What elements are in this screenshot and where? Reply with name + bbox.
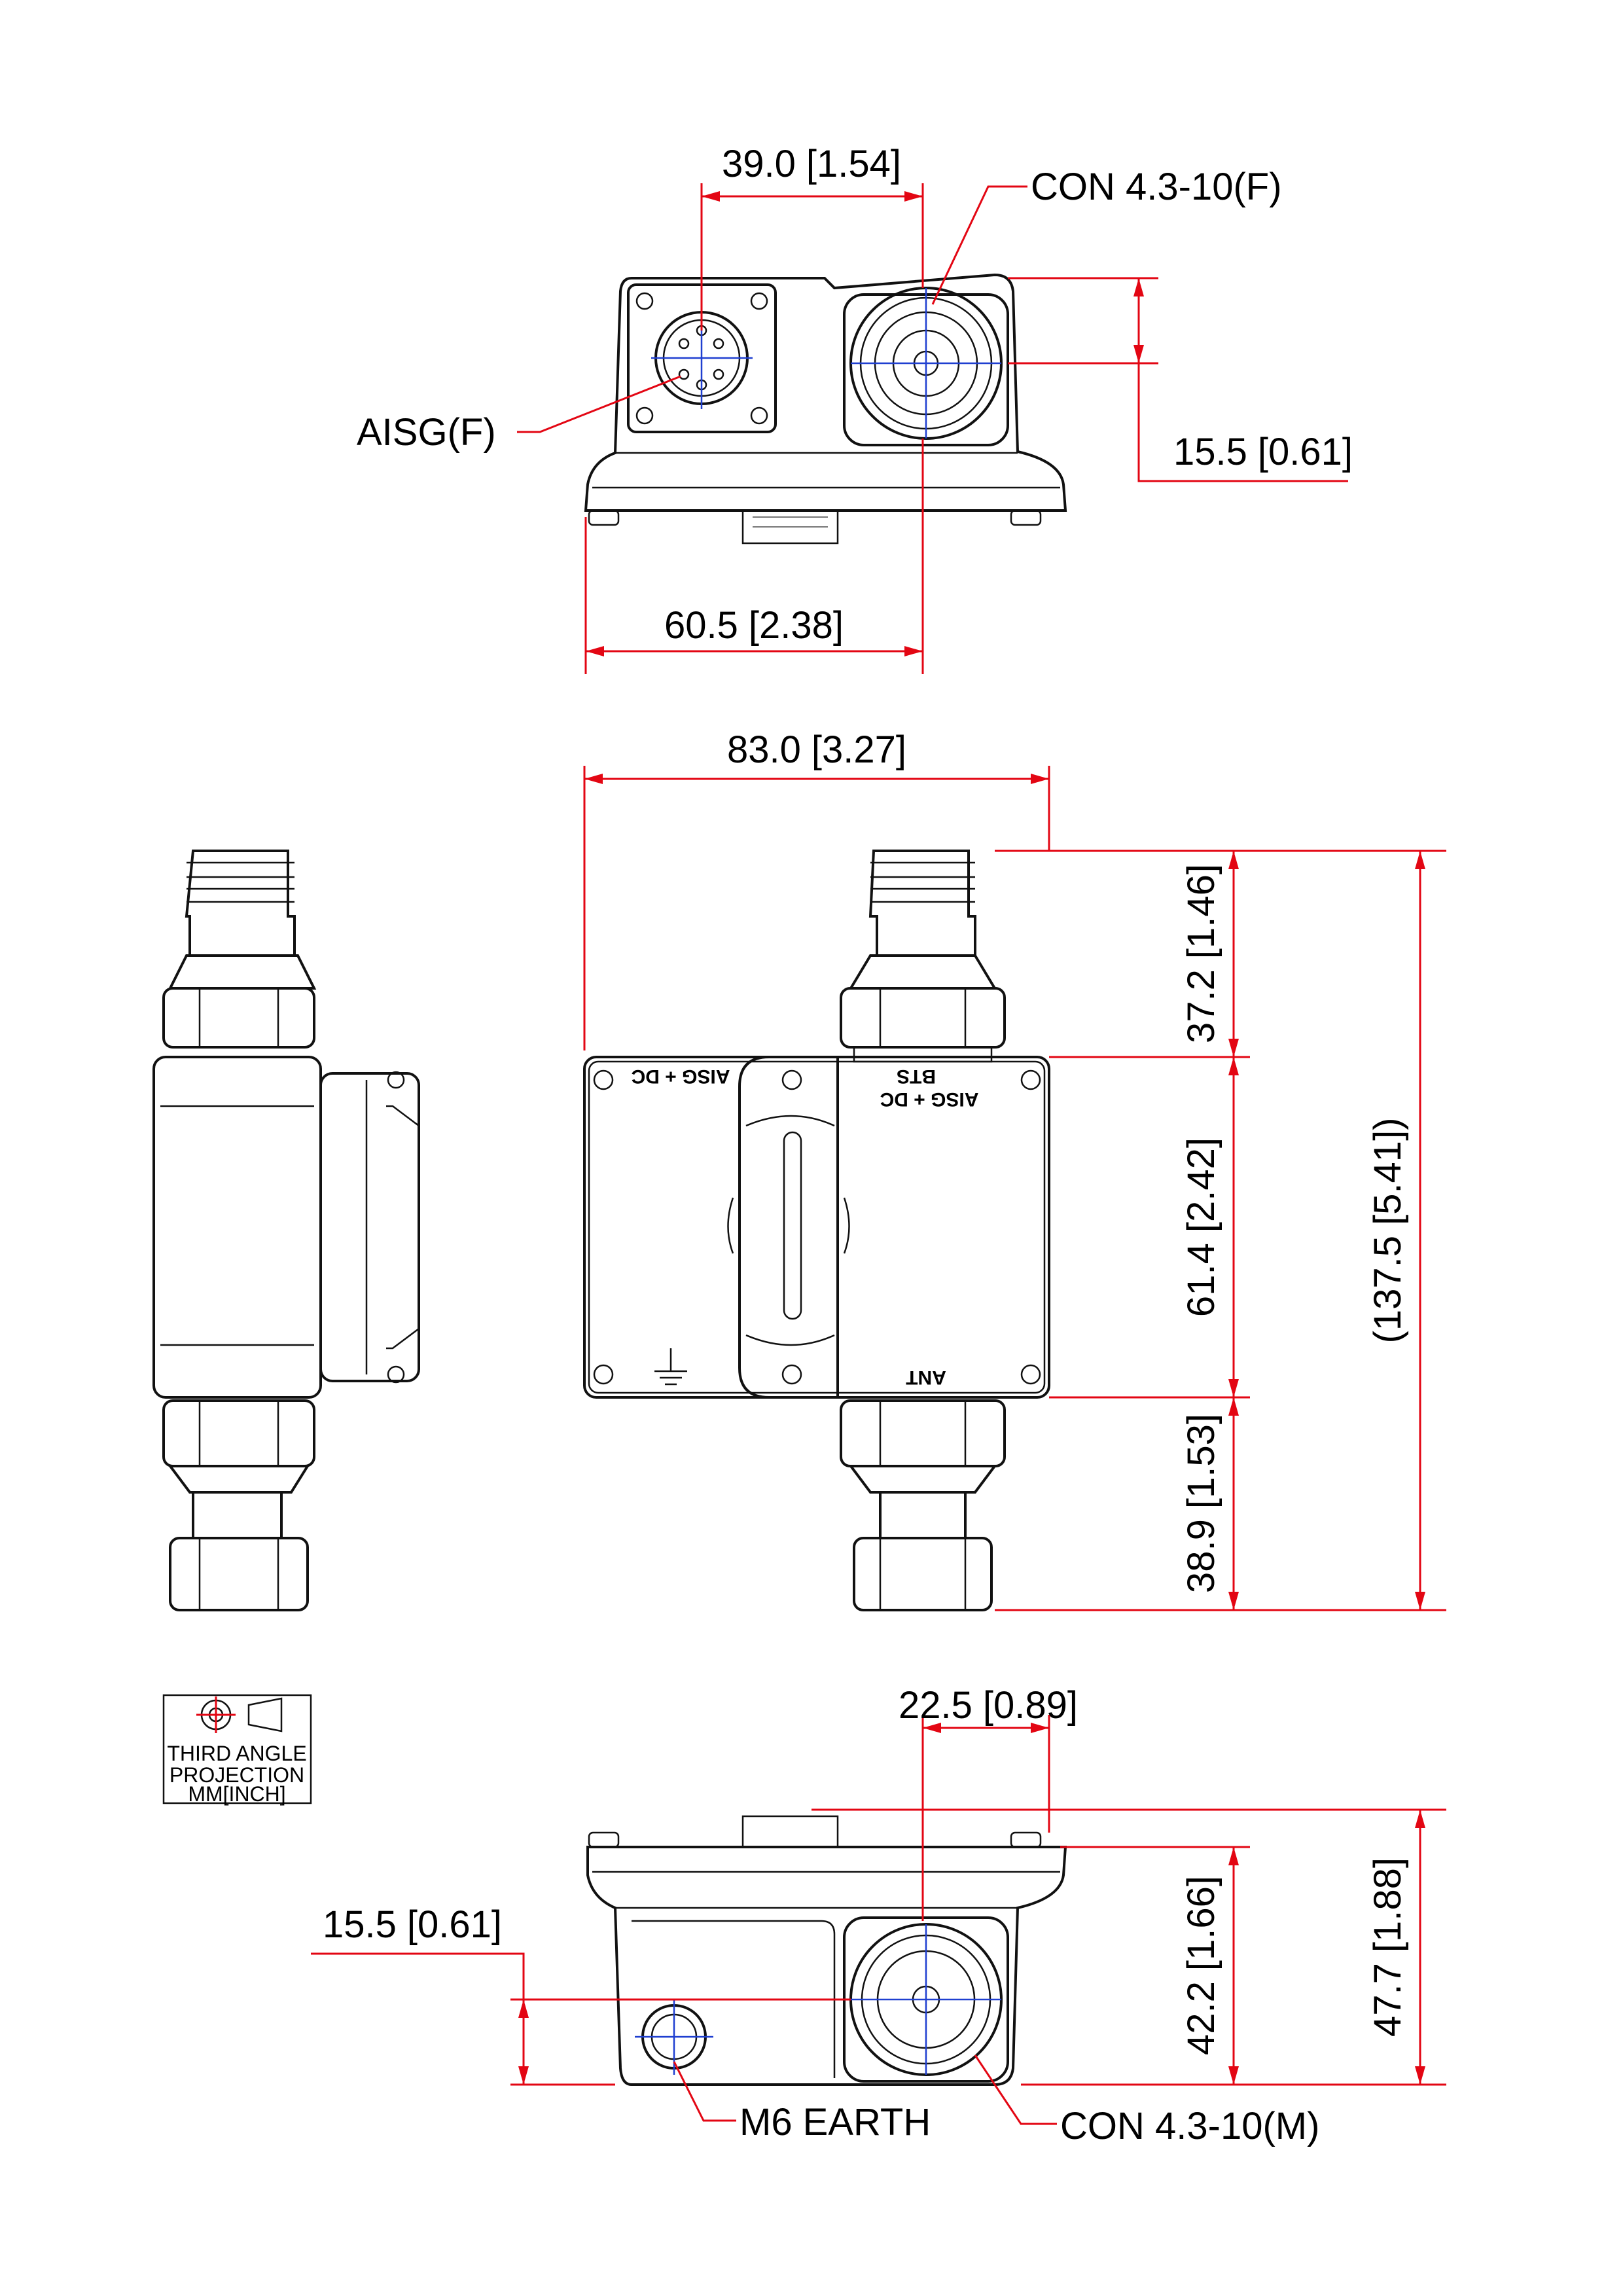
bts-connector	[868, 850, 976, 957]
dim-47-7: 47.7 [1.88]	[1366, 1857, 1409, 2037]
dim-37-2: 37.2 [1.46]	[1180, 864, 1222, 1043]
label-aisg-f: AISG(F)	[357, 411, 496, 454]
front-view: AISG + DC BTS AISG + DC ANT 83.0 [3.27] …	[583, 728, 1446, 1611]
panel-ant: ANT	[906, 1367, 946, 1388]
ground-icon	[654, 1348, 687, 1386]
projection-line2: PROJECTION	[169, 1763, 304, 1787]
dim-60-5: 60.5 [2.38]	[664, 604, 844, 647]
bottom-view: 22.5 [0.89] 42.2 [1.66] 47.7 [1.88] 15.5…	[311, 1684, 1446, 2147]
label-m6-earth: M6 EARTH	[740, 2101, 931, 2144]
label-con-m: CON 4.3-10(M)	[1060, 2105, 1319, 2147]
dim-39-0: 39.0 [1.54]	[722, 143, 901, 185]
panel-aisg-dc-left: AISG + DC	[632, 1066, 730, 1087]
dim-137-5: (137.5 [5.41])	[1366, 1118, 1409, 1344]
dim-61-4: 61.4 [2.42]	[1180, 1138, 1222, 1317]
dim-42-2: 42.2 [1.66]	[1180, 1876, 1222, 2055]
dim-22-5: 22.5 [0.89]	[899, 1684, 1078, 1727]
top-housing-outline	[584, 273, 1067, 512]
panel-bts: BTS	[897, 1066, 936, 1087]
label-con-f: CON 4.3-10(F)	[1031, 166, 1282, 208]
dim-15-5-bottom: 15.5 [0.61]	[323, 1903, 502, 1946]
dim-15-5-top: 15.5 [0.61]	[1173, 431, 1353, 473]
front-housing	[583, 1056, 1050, 1399]
projection-line3: MM[INCH]	[188, 1782, 285, 1806]
projection-line1: THIRD ANGLE	[167, 1742, 306, 1765]
top-view: 39.0 [1.54] 15.5 [0.61] 60.5 [2.38] CON …	[357, 143, 1353, 674]
projection-symbol: THIRD ANGLE PROJECTION MM[INCH]	[162, 1694, 312, 1806]
dim-38-9: 38.9 [1.53]	[1180, 1414, 1222, 1593]
dim-83-0: 83.0 [3.27]	[727, 728, 906, 771]
side-view	[152, 850, 420, 1611]
panel-aisg-dc-right: AISG + DC	[880, 1088, 979, 1110]
